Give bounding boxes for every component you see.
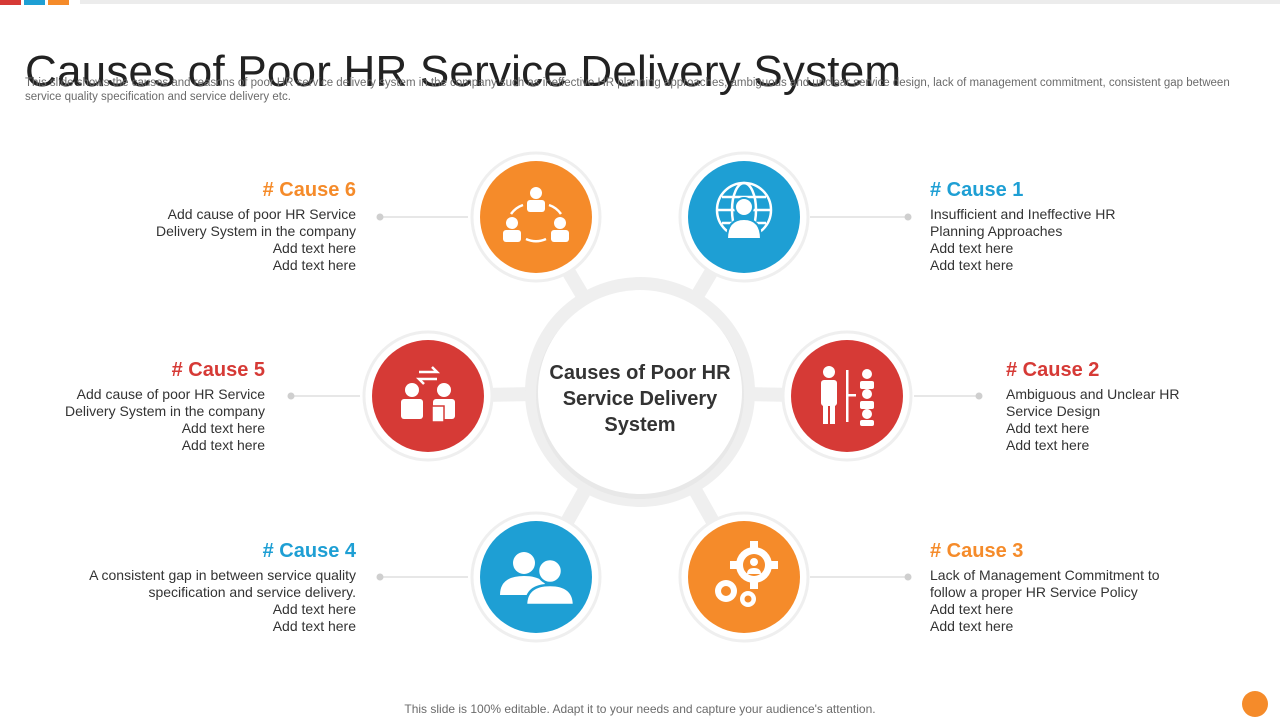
gears-person-icon [715, 541, 778, 607]
accent-square-red [0, 0, 21, 5]
top-accent-bar [0, 0, 1280, 6]
center-label: Causes of Poor HR Service Delivery Syste… [549, 362, 731, 436]
cause-4-title: # Cause 4 [262, 540, 356, 562]
dot-cause-2 [975, 392, 983, 400]
accent-line [80, 0, 1280, 4]
exchange-people-icon [401, 366, 455, 423]
corner-decoration [1242, 691, 1268, 717]
dot-cause-1 [904, 213, 912, 221]
cause-4-description: A consistent gap in between service qual… [89, 567, 356, 634]
node-cause-4 [480, 521, 592, 633]
cause-2-description: Ambiguous and Unclear HR Service Design … [1006, 386, 1180, 453]
globe-person-icon [715, 181, 773, 240]
dot-cause-3 [904, 573, 912, 581]
node-cause-6 [480, 161, 592, 273]
accent-square-blue [24, 0, 45, 5]
page-title: Causes of Poor HR Service Delivery Syste… [25, 47, 902, 97]
two-people-icon [500, 552, 576, 607]
cause-6-description: Add cause of poor HR Service Delivery Sy… [156, 206, 356, 273]
cause-2-title: # Cause 2 [1006, 359, 1100, 381]
cause-6-title: # Cause 6 [262, 179, 356, 201]
cause-1-title: # Cause 1 [930, 179, 1024, 201]
org-chart-icon [821, 366, 874, 426]
footer-note: This slide is 100% editable. Adapt it to… [404, 702, 876, 716]
cause-1-description: Insufficient and Ineffective HR Planning… [930, 206, 1116, 273]
cause-5-description: Add cause of poor HR Service Delivery Sy… [65, 386, 265, 453]
cause-3-title: # Cause 3 [930, 540, 1024, 562]
dot-cause-5 [287, 392, 295, 400]
page-subtitle: This slide shows the causes and reasons … [25, 77, 1230, 103]
node-cause-5 [372, 340, 484, 452]
people-cycle-icon [503, 187, 569, 243]
center-circle [538, 290, 742, 494]
dot-cause-4 [376, 573, 384, 581]
cause-3-description: Lack of Management Commitment to follow … [930, 567, 1160, 634]
cause-5-title: # Cause 5 [171, 359, 265, 381]
dot-cause-6 [376, 213, 384, 221]
accent-square-orange [48, 0, 69, 5]
